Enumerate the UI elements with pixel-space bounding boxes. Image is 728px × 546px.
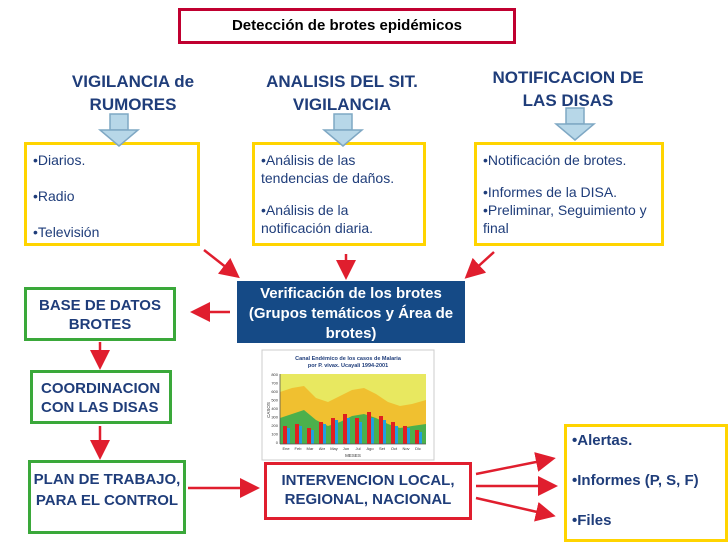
box-outcomes: [564, 424, 728, 542]
block-arrow-notificacion: [553, 107, 597, 141]
box-base-datos: BASE DE DATOS BROTES: [24, 287, 176, 341]
chart-thumb-xlabel: MESES: [345, 453, 361, 458]
chart-thumb-month-label: Set: [379, 446, 386, 451]
chart-thumb-ytick-label: 300: [271, 415, 278, 420]
chart-thumb-ytick-label: 700: [271, 381, 278, 386]
chart-thumb-month-label: Oct: [391, 446, 398, 451]
arrow-vigilancia-to-verif: [203, 249, 240, 279]
arrow-notificacion-to-verif: [464, 251, 495, 279]
heading-analisis-vigilancia: ANALISIS DEL SIT. VIGILANCIA: [266, 72, 418, 114]
chart-thumb-month-label: May: [330, 446, 338, 451]
box-vigilancia-sources: •Diarios. •Radio •Televisión: [24, 142, 200, 246]
chart-thumb-ytick-label: 600: [271, 389, 278, 394]
box-analisis-items: •Análisis de las tendencias de daños. •A…: [252, 142, 426, 246]
chart-thumb-ytick-label: 800: [271, 372, 278, 377]
item-analisis-notificacion: •Análisis de la notificación diaria.: [261, 202, 374, 236]
diagram-title: Detección de brotes epidémicos: [178, 8, 516, 44]
outcome-informes: •Informes (P, S, F): [572, 472, 699, 489]
outcome-alertas: •Alertas.: [572, 432, 633, 449]
chart-thumb-month-label: Ene: [282, 446, 290, 451]
chart-thumb-month-label: Dic: [415, 446, 421, 451]
chart-thumb-title-1: Canal Endémico de los casos de Malaria: [295, 356, 402, 362]
chart-thumb-ylabel: CASOS: [266, 402, 271, 418]
item-informes-disa: •Informes de la DISA.: [483, 184, 618, 200]
box-intervencion: INTERVENCION LOCAL, REGIONAL, NACIONAL: [264, 462, 472, 520]
chart-thumb-ytick-label: 0: [276, 440, 279, 445]
item-preliminar: •Preliminar, Seguimiento y final: [483, 202, 647, 236]
item-television: •Televisión: [33, 224, 100, 240]
chart-thumb-ytick-label: 100: [271, 432, 278, 437]
arrow-to-alertas: [475, 452, 556, 476]
heading-notificacion-disas: NOTIFICACION DE LAS DISAS: [492, 68, 644, 110]
arrow-to-files: [475, 496, 556, 522]
item-notificacion-brotes: •Notificación de brotes.: [483, 152, 627, 168]
chart-thumb-title-2: por P. vivax. Ucayali 1994-2001: [308, 363, 388, 369]
item-diarios: •Diarios.: [33, 152, 86, 168]
chart-thumb-ytick-label: 400: [271, 406, 278, 411]
chart-thumb-ytick-label: 200: [271, 423, 278, 428]
box-notificacion-items: •Notificación de brotes. •Informes de la…: [474, 142, 664, 246]
chart-thumb-ytick-label: 500: [271, 398, 278, 403]
chart-thumb-month-label: Feb: [295, 446, 303, 451]
outcome-files: •Files: [572, 512, 612, 529]
chart-thumb-month-label: Nov: [402, 446, 409, 451]
chart-thumb-month-label: Abr: [319, 446, 326, 451]
chart-thumb-month-label: Ago: [366, 446, 374, 451]
item-analisis-tendencias: •Análisis de las tendencias de daños.: [261, 152, 395, 186]
block-arrow-vigilancia: [97, 113, 141, 147]
block-arrow-analisis: [321, 113, 365, 147]
box-coordinacion: COORDINACION CON LAS DISAS: [30, 370, 172, 424]
chart-thumb-month-label: Jun: [343, 446, 349, 451]
item-radio: •Radio: [33, 188, 75, 204]
heading-vigilancia-rumores: VIGILANCIA de RUMORES: [71, 72, 195, 114]
chart-thumb-month-label: Jul: [355, 446, 360, 451]
chart-thumb-month-label: Mar: [307, 446, 315, 451]
box-plan-trabajo: PLAN DE TRABAJO, PARA EL CONTROL: [28, 460, 186, 534]
endemic-chart-thumbnail: Canal Endémico de los casos de Malaria p…: [261, 349, 435, 461]
